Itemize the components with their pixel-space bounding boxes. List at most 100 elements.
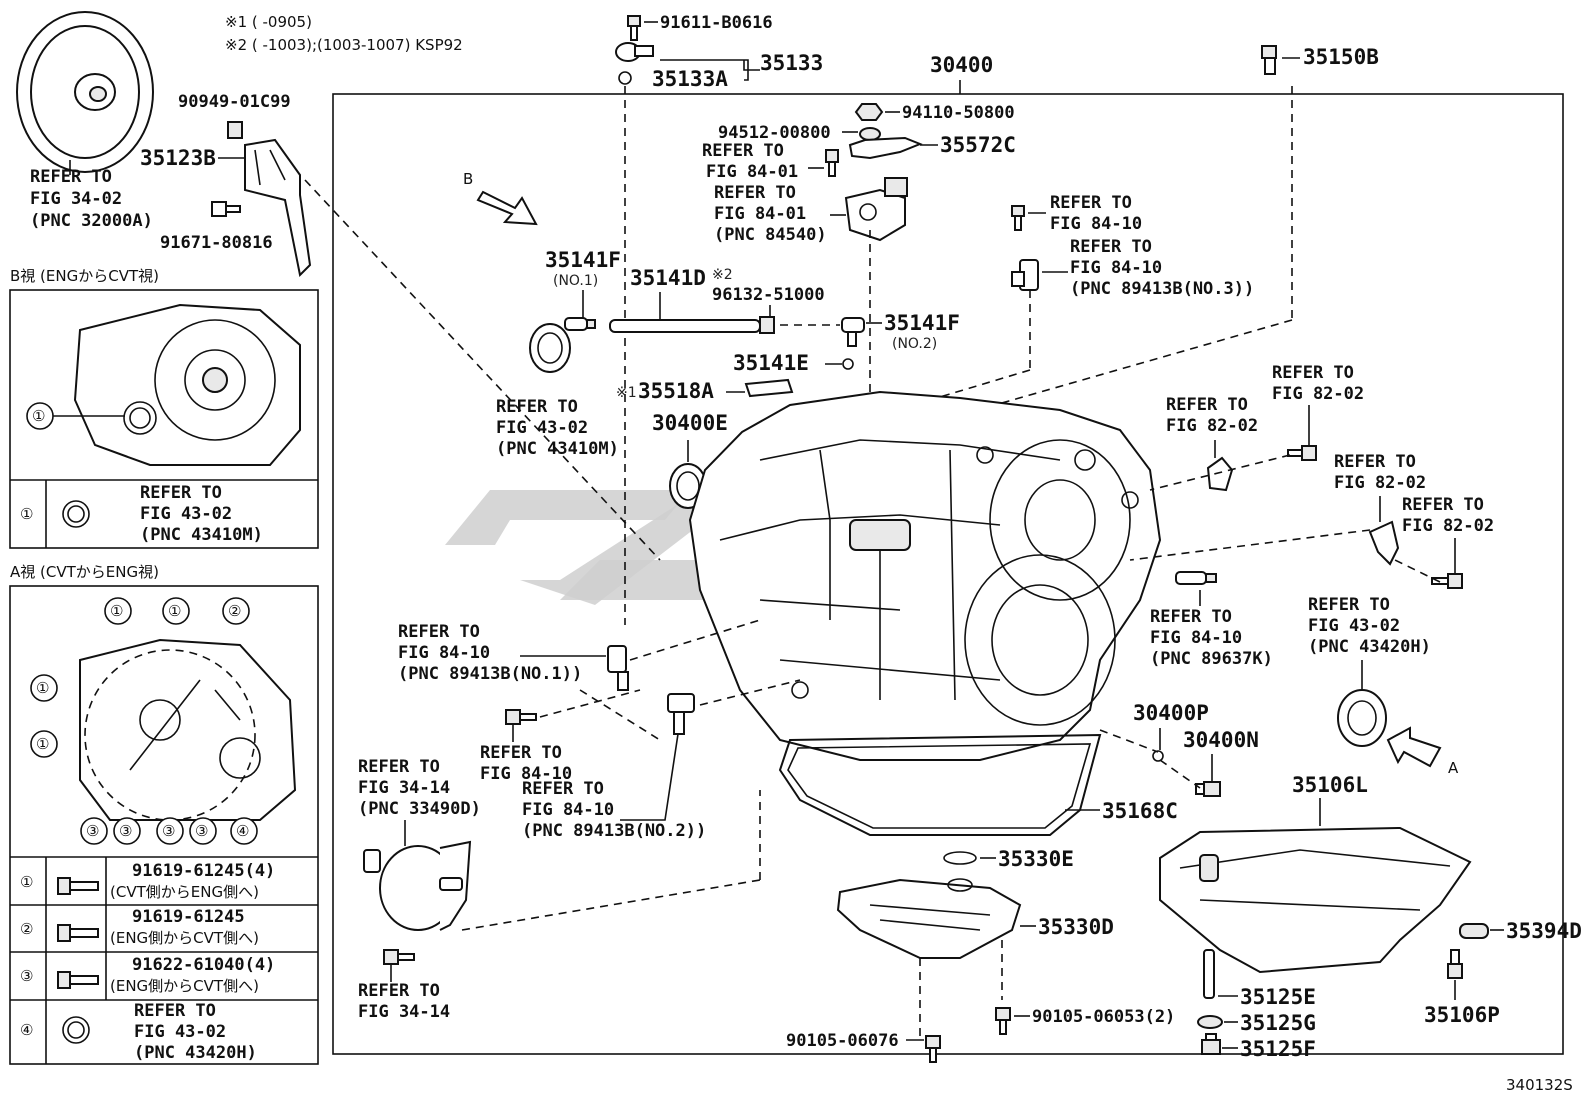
ref-84-10f-1[interactable]: REFER TO xyxy=(522,779,604,799)
ref-84-10e-2[interactable]: FIG 84-10 xyxy=(480,764,572,784)
label-35518A[interactable]: 35518A xyxy=(638,379,714,403)
ref-43-02a-2[interactable]: FIG 43-02 xyxy=(496,418,588,438)
ref-43-02b-3[interactable]: (PNC 43420H) xyxy=(1308,637,1431,657)
label-90949[interactable]: 90949-01C99 xyxy=(178,92,291,112)
ref-84-10c-1[interactable]: REFER TO xyxy=(1150,607,1232,627)
label-35123B[interactable]: 35123B xyxy=(140,146,216,170)
label-30400N[interactable]: 30400N xyxy=(1183,728,1259,752)
ref-84-10e-1[interactable]: REFER TO xyxy=(480,743,562,763)
ref-84-10c-2[interactable]: FIG 84-10 xyxy=(1150,628,1242,648)
ref-82-02c-2[interactable]: FIG 82-02 xyxy=(1334,473,1426,493)
ref-84-10d-1[interactable]: REFER TO xyxy=(398,622,480,642)
view-a-row-4-ref-3[interactable]: (PNC 43420H) xyxy=(134,1043,257,1063)
torque-converter-part[interactable] xyxy=(16,11,154,175)
strainer-35330D-part[interactable] xyxy=(836,878,1022,959)
ref-84-10b-1[interactable]: REFER TO xyxy=(1070,237,1152,257)
ref-82-02a-2[interactable]: FIG 82-02 xyxy=(1166,416,1258,436)
ref-84-01b-3[interactable]: (PNC 84540) xyxy=(714,225,827,245)
label-30400[interactable]: 30400 xyxy=(930,53,993,77)
tc-ref-3[interactable]: (PNC 32000A) xyxy=(30,211,153,231)
label-35133A[interactable]: 35133A xyxy=(652,67,728,91)
ref-34-14b-2[interactable]: FIG 34-14 xyxy=(358,1002,450,1022)
label-96132[interactable]: 96132-51000 xyxy=(712,285,825,305)
sensor-89413B-no3-part[interactable] xyxy=(1011,259,1039,291)
seal-43410M-part[interactable] xyxy=(529,323,571,373)
view-a-row-2-part[interactable]: 91619-61245 xyxy=(132,907,245,927)
label-94110[interactable]: 94110-50800 xyxy=(902,103,1015,123)
label-35330E[interactable]: 35330E xyxy=(998,847,1074,871)
label-35150B[interactable]: 35150B xyxy=(1303,45,1379,69)
view-b-ref-1[interactable]: REFER TO xyxy=(140,483,222,503)
ref-34-14b-1[interactable]: REFER TO xyxy=(358,981,440,1001)
label-35125F[interactable]: 35125F xyxy=(1240,1037,1316,1061)
ref-43-02b-2[interactable]: FIG 43-02 xyxy=(1308,616,1400,636)
label-35168C[interactable]: 35168C xyxy=(1102,799,1178,823)
gasket-35168C-part[interactable] xyxy=(778,733,1102,836)
label-35106P[interactable]: 35106P xyxy=(1424,1003,1500,1027)
view-a-row-3-part[interactable]: 91622-61040(4) xyxy=(132,955,275,975)
oil-cooler-33490D-part[interactable] xyxy=(363,840,472,931)
ref-84-01a-1[interactable]: REFER TO xyxy=(702,141,784,161)
view-a-row-1-part[interactable]: 91619-61245(4) xyxy=(132,861,275,881)
bracket-35123B-part[interactable] xyxy=(244,138,312,278)
ref-84-10a-1[interactable]: REFER TO xyxy=(1050,193,1132,213)
view-b-ref-2[interactable]: FIG 43-02 xyxy=(140,504,232,524)
shaft-35141D-part[interactable] xyxy=(609,292,761,333)
seal-43420H-part[interactable] xyxy=(1337,689,1387,747)
ref-84-10c-3[interactable]: (PNC 89637K) xyxy=(1150,649,1273,669)
transmission-case-30400-part[interactable] xyxy=(688,390,1162,761)
ref-43-02a-1[interactable]: REFER TO xyxy=(496,397,578,417)
ref-84-01b-2[interactable]: FIG 84-01 xyxy=(714,204,806,224)
label-94512[interactable]: 94512-00800 xyxy=(718,123,831,143)
ref-84-10f-2[interactable]: FIG 84-10 xyxy=(522,800,614,820)
label-35330D[interactable]: 35330D xyxy=(1038,915,1114,939)
sensor-89413B-no1-part[interactable] xyxy=(607,645,629,691)
label-30400P[interactable]: 30400P xyxy=(1133,701,1209,725)
ref-43-02a-3[interactable]: (PNC 43410M) xyxy=(496,439,619,459)
oil-pan-35106L-part[interactable] xyxy=(1159,826,1472,974)
ref-82-02c-1[interactable]: REFER TO xyxy=(1334,452,1416,472)
label-91611[interactable]: 91611-B0616 xyxy=(660,13,773,33)
label-35572C[interactable]: 35572C xyxy=(940,133,1016,157)
ref-82-02b-1[interactable]: REFER TO xyxy=(1272,363,1354,383)
switch-84540-part[interactable] xyxy=(844,177,908,242)
sensor-89637K-part[interactable] xyxy=(1175,571,1217,585)
sensor-89413B-no2-part[interactable] xyxy=(667,693,695,735)
label-35106L[interactable]: 35106L xyxy=(1292,773,1368,797)
label-35141D[interactable]: 35141D xyxy=(630,266,706,290)
label-90105-06053[interactable]: 90105-06053(2) xyxy=(1032,1007,1175,1027)
view-a-row-4-ref-2[interactable]: FIG 43-02 xyxy=(134,1022,226,1042)
lever-35572C-part[interactable] xyxy=(848,136,923,160)
view-b-ref-3[interactable]: (PNC 43410M) xyxy=(140,525,263,545)
label-91671[interactable]: 91671-80816 xyxy=(160,233,273,253)
label-35125G[interactable]: 35125G xyxy=(1240,1011,1316,1035)
label-35141F-1[interactable]: 35141F xyxy=(545,248,621,272)
label-35125E[interactable]: 35125E xyxy=(1240,985,1316,1009)
label-90105-06076[interactable]: 90105-06076 xyxy=(786,1031,899,1051)
ref-84-01b-1[interactable]: REFER TO xyxy=(714,183,796,203)
ref-34-14a-3[interactable]: (PNC 33490D) xyxy=(358,799,481,819)
ref-43-02b-1[interactable]: REFER TO xyxy=(1308,595,1390,615)
ref-82-02d-2[interactable]: FIG 82-02 xyxy=(1402,516,1494,536)
ref-82-02a-1[interactable]: REFER TO xyxy=(1166,395,1248,415)
ref-82-02d-1[interactable]: REFER TO xyxy=(1402,495,1484,515)
ref-84-10b-2[interactable]: FIG 84-10 xyxy=(1070,258,1162,278)
label-30400E[interactable]: 30400E xyxy=(652,411,728,435)
ref-84-10a-2[interactable]: FIG 84-10 xyxy=(1050,214,1142,234)
label-35394D[interactable]: 35394D xyxy=(1506,919,1582,943)
tc-ref-2[interactable]: FIG 34-02 xyxy=(30,189,122,209)
oring-35133A-icon xyxy=(618,71,632,85)
ref-34-14a-2[interactable]: FIG 34-14 xyxy=(358,778,450,798)
view-a-row-4-ref-1[interactable]: REFER TO xyxy=(134,1001,216,1021)
label-35141F-2[interactable]: 35141F xyxy=(884,311,960,335)
tc-ref-1[interactable]: REFER TO xyxy=(30,167,112,187)
ref-84-10d-3[interactable]: (PNC 89413B(NO.1)) xyxy=(398,664,582,684)
label-35141E[interactable]: 35141E xyxy=(733,351,809,375)
ref-84-01a-2[interactable]: FIG 84-01 xyxy=(706,162,798,182)
ref-34-14a-1[interactable]: REFER TO xyxy=(358,757,440,777)
ref-82-02b-2[interactable]: FIG 82-02 xyxy=(1272,384,1364,404)
label-35133[interactable]: 35133 xyxy=(760,51,823,75)
ref-84-10d-2[interactable]: FIG 84-10 xyxy=(398,643,490,663)
ref-84-10b-3[interactable]: (PNC 89413B(NO.3)) xyxy=(1070,279,1254,299)
ref-84-10f-3[interactable]: (PNC 89413B(NO.2)) xyxy=(522,821,706,841)
